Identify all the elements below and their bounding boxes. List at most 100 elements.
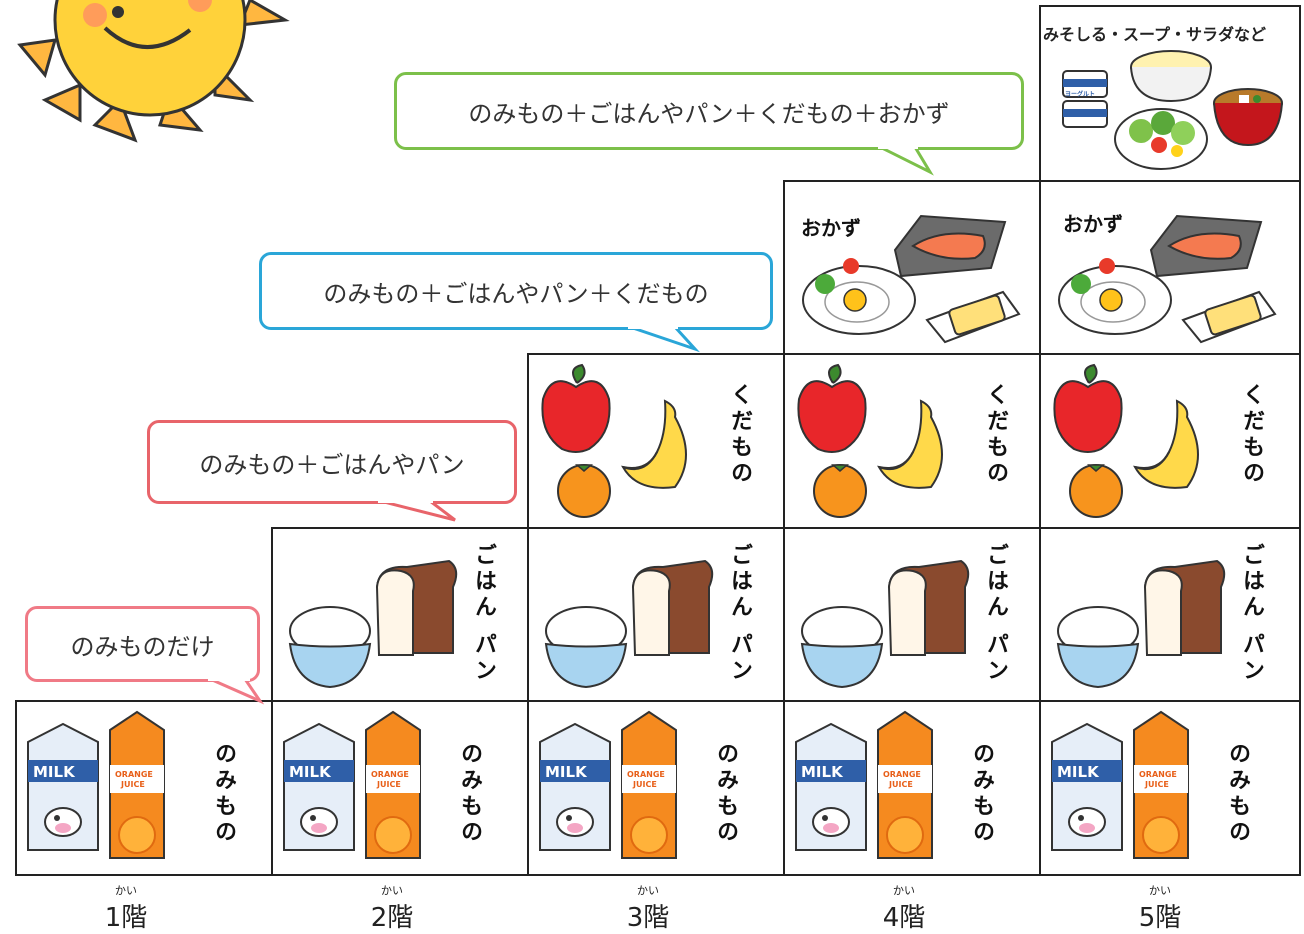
fruit-label: くだもの [1239, 383, 1264, 487]
fruit-set-4: くだもの [783, 353, 1041, 529]
drinks-label: のみもの [969, 742, 994, 846]
miso-soup-icon [1213, 88, 1283, 147]
bubble-drinks-only: のみものだけ [25, 606, 260, 682]
juice-text-2: JUICE [633, 780, 657, 789]
juice-text-1: ORANGE [627, 770, 665, 779]
staple-set-5: ごはん パン [1039, 527, 1301, 702]
drinks-set-4: MILK ORANGE JUICE のみもの [783, 700, 1041, 876]
floor-text: 5階 [1138, 903, 1182, 933]
juice-carton-icon [621, 710, 677, 859]
bubble-tail-2 [378, 498, 456, 522]
bread-icon [887, 559, 970, 656]
bubble-drinks-staple: のみもの＋ごはんやパン [147, 420, 517, 504]
apple-icon [797, 363, 867, 453]
soup-set-5: みそしる・スープ・サラダなど ヨーグルト [1039, 5, 1301, 182]
grilled-fish-icon [893, 214, 1007, 278]
apple-icon [1053, 363, 1123, 453]
juice-carton-icon [1133, 710, 1189, 859]
fried-egg-plate-icon [802, 258, 916, 335]
floor-ruby: かい [637, 884, 659, 897]
soup-cup-icon [1130, 50, 1212, 103]
bubble-tail-3 [628, 324, 701, 353]
floor-ruby: かい [893, 884, 915, 897]
staple-set-4: ごはん パン [783, 527, 1041, 702]
milk-text: MILK [801, 763, 843, 781]
side-set-5: おかず [1039, 180, 1301, 355]
drinks-label: のみもの [457, 742, 482, 846]
juice-text-1: ORANGE [883, 770, 921, 779]
fried-egg-plate-icon [1058, 258, 1172, 335]
juice-text-2: JUICE [121, 780, 145, 789]
juice-text-2: JUICE [377, 780, 401, 789]
floor-text: 3階 [626, 903, 670, 933]
juice-text-2: JUICE [1145, 780, 1169, 789]
staple-set-2: ごはん パン [271, 527, 529, 702]
orange-icon [813, 464, 867, 518]
side-label: おかず [1063, 212, 1123, 236]
side-label: おかず [801, 216, 861, 240]
drinks-label: のみもの [211, 742, 236, 846]
rice-bowl-icon [800, 606, 884, 689]
floor-label-4: かい 4階 [864, 885, 944, 934]
bubble-tail-1 [208, 676, 265, 705]
drinks-set-3: MILK ORANGE JUICE のみもの [527, 700, 785, 876]
yogurt-icon [1062, 70, 1108, 128]
juice-carton-icon [109, 710, 165, 859]
juice-text-1: ORANGE [371, 770, 409, 779]
juice-text-2: JUICE [889, 780, 913, 789]
drinks-set-5: MILK ORANGE JUICE のみもの [1039, 700, 1301, 876]
floor-ruby: かい [115, 884, 137, 897]
banana-icon [877, 399, 943, 489]
milk-carton-icon [1051, 722, 1123, 851]
staple-label: ごはん パン [1239, 543, 1264, 685]
staple-label: ごはん パン [727, 543, 752, 685]
bread-icon [375, 559, 458, 656]
bubble-drinks-staple-fruit: のみもの＋ごはんやパン＋くだもの [259, 252, 773, 330]
milk-carton-icon [283, 722, 355, 851]
floor-label-1: かい 1階 [86, 885, 166, 934]
drinks-set-1: MILK ORANGE JUICE のみもの [15, 700, 273, 876]
juice-carton-icon [877, 710, 933, 859]
staple-label: ごはん パン [983, 543, 1008, 685]
milk-text: MILK [1057, 763, 1099, 781]
salad-icon [1114, 108, 1208, 170]
floor-ruby: かい [381, 884, 403, 897]
banana-icon [621, 399, 687, 489]
rice-bowl-icon [544, 606, 628, 689]
bread-icon [1143, 559, 1226, 656]
milk-text: MILK [33, 763, 75, 781]
side-set-4: おかず [783, 180, 1041, 355]
milk-carton-icon [539, 722, 611, 851]
grilled-fish-icon [1149, 214, 1263, 278]
apple-icon [541, 363, 611, 453]
bread-icon [631, 559, 714, 656]
juice-carton-icon [365, 710, 421, 859]
rice-bowl-icon [1056, 606, 1140, 689]
staple-set-3: ごはん パン [527, 527, 785, 702]
drinks-label: のみもの [1225, 742, 1250, 846]
rolled-omelet-icon [925, 290, 1021, 344]
staple-label: ごはん パン [471, 543, 496, 685]
fruit-label: くだもの [983, 383, 1008, 487]
floor-ruby: かい [1149, 884, 1171, 897]
banana-icon [1133, 399, 1199, 489]
fruit-set-3: くだもの [527, 353, 785, 529]
milk-text: MILK [289, 763, 331, 781]
floor-text: 2階 [370, 903, 414, 933]
milk-text: MILK [545, 763, 587, 781]
drinks-label: のみもの [713, 742, 738, 846]
bubble-full-meal: のみもの＋ごはんやパン＋くだもの＋おかず [394, 72, 1024, 150]
milk-carton-icon [27, 722, 99, 851]
soup-label: みそしる・スープ・サラダなど [1043, 25, 1267, 44]
juice-text-1: ORANGE [115, 770, 153, 779]
orange-icon [557, 464, 611, 518]
fruit-label: くだもの [727, 383, 752, 487]
yogurt-label: ヨーグルト [1065, 91, 1096, 98]
orange-icon [1069, 464, 1123, 518]
floor-label-5: かい 5階 [1120, 885, 1200, 934]
drinks-set-2: MILK ORANGE JUICE のみもの [271, 700, 529, 876]
floor-label-2: かい 2階 [352, 885, 432, 934]
milk-carton-icon [795, 722, 867, 851]
rolled-omelet-icon [1181, 290, 1277, 344]
floor-text: 4階 [882, 903, 926, 933]
